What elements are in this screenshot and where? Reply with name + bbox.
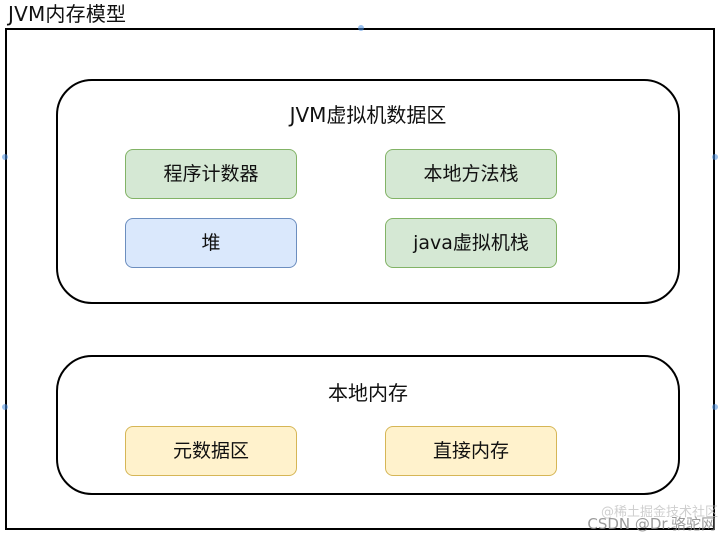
- selection-handle-icon[interactable]: [358, 25, 364, 31]
- diagram-title: JVM内存模型: [8, 2, 127, 26]
- selection-handle-icon[interactable]: [2, 404, 8, 410]
- metaspace-box[interactable]: 元数据区: [125, 426, 297, 476]
- selection-handle-icon[interactable]: [712, 154, 718, 160]
- java-vm-stack-box[interactable]: java虚拟机栈: [385, 218, 557, 268]
- heap-box[interactable]: 堆: [125, 218, 297, 268]
- native-memory-label: 本地内存: [328, 381, 408, 405]
- java-vm-stack-label: java虚拟机栈: [413, 232, 529, 254]
- jvm-data-area-label: JVM虚拟机数据区: [289, 103, 447, 127]
- program-counter-box[interactable]: 程序计数器: [125, 149, 297, 199]
- direct-memory-box[interactable]: 直接内存: [385, 426, 557, 476]
- direct-memory-label: 直接内存: [432, 440, 509, 462]
- program-counter-label: 程序计数器: [163, 163, 259, 185]
- selection-handle-icon[interactable]: [712, 404, 718, 410]
- watermark: CSDN @Dr.骆驼网: [587, 515, 716, 533]
- watermark-overlay: @稀土掘金技术社区: [600, 505, 718, 520]
- selection-handle-icon[interactable]: [2, 154, 8, 160]
- native-method-stack-box[interactable]: 本地方法栈: [385, 149, 557, 199]
- heap-label: 堆: [201, 232, 221, 254]
- native-method-stack-label: 本地方法栈: [423, 163, 519, 185]
- metaspace-label: 元数据区: [172, 440, 249, 462]
